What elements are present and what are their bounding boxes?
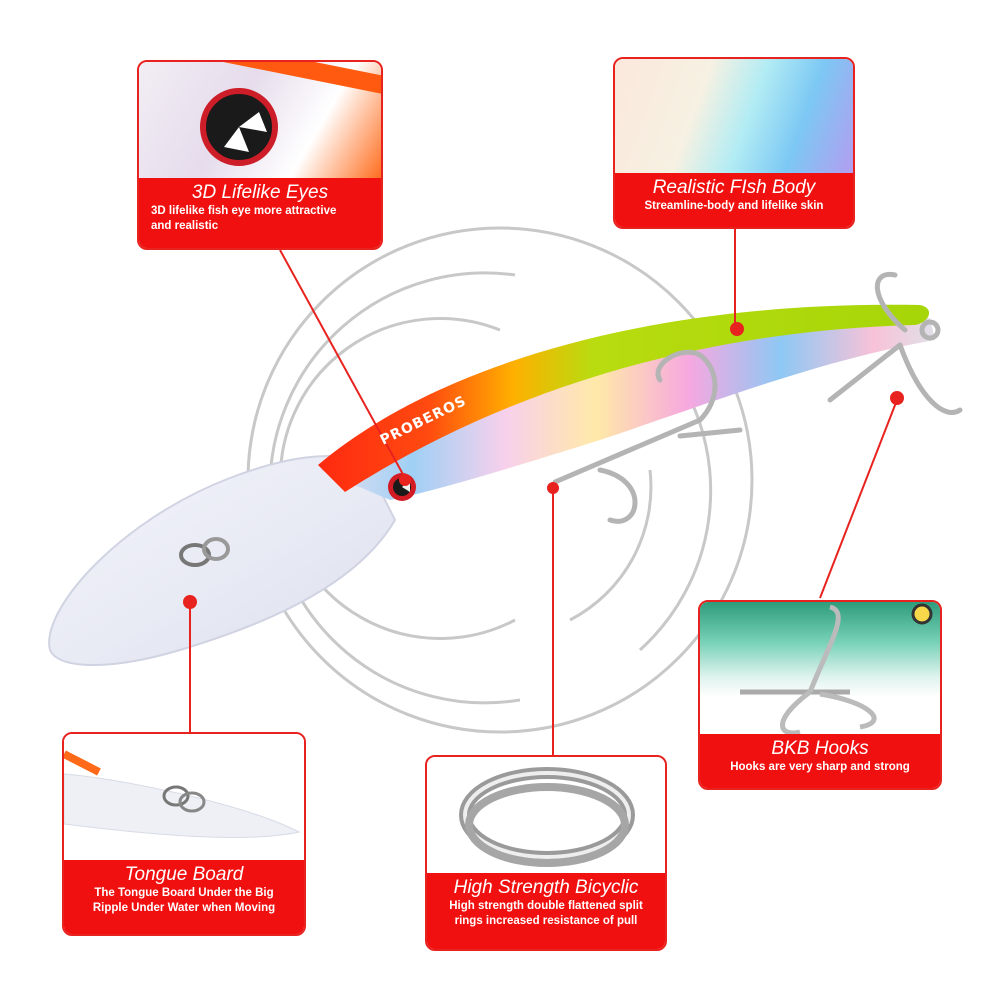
callout-eyes: 3D Lifelike Eyes 3D lifelike fish eye mo… (137, 60, 383, 250)
holographic-skin-photo (615, 59, 853, 177)
callout-desc: Hooks are very sharp and strong (730, 761, 910, 773)
callout-body: Realistic FIsh Body Streamline-body and … (613, 57, 855, 229)
callout-title: High Strength Bicyclic (453, 877, 639, 898)
lure-body (318, 304, 935, 501)
hook-closeup-photo (700, 602, 940, 738)
split-ring-photo (427, 757, 665, 877)
callout-title: 3D Lifelike Eyes (191, 182, 329, 203)
callout-tongue: Tongue Board The Tongue Board Under the … (62, 732, 306, 936)
callout-rings: High Strength Bicyclic High strength dou… (425, 755, 667, 951)
tongue-board-lip (48, 455, 397, 667)
callout-desc: 3D lifelike fish eye more attractive and… (151, 205, 337, 232)
tongue-board-photo (64, 734, 304, 864)
callout-title: Tongue Board (124, 864, 244, 885)
callout-hooks-caption: BKB Hooks Hooks are very sharp and stron… (700, 734, 940, 788)
callout-desc: High strength double flattened split rin… (449, 900, 643, 927)
callout-tongue-caption: Tongue Board The Tongue Board Under the … (64, 860, 304, 934)
callout-body-caption: Realistic FIsh Body Streamline-body and … (615, 173, 853, 227)
callout-hooks: BKB Hooks Hooks are very sharp and stron… (698, 600, 942, 790)
callout-eyes-caption: 3D Lifelike Eyes 3D lifelike fish eye mo… (139, 178, 381, 248)
callout-rings-caption: High Strength Bicyclic High strength dou… (427, 873, 665, 949)
callout-title: BKB Hooks (771, 738, 869, 759)
callout-desc: Streamline-body and lifelike skin (644, 200, 824, 212)
treble-hooks (552, 271, 963, 524)
callout-desc: The Tongue Board Under the Big Ripple Un… (92, 887, 276, 914)
connector-lines (183, 228, 904, 755)
callout-title: Realistic FIsh Body (652, 177, 816, 198)
eye-closeup-photo (139, 62, 381, 182)
